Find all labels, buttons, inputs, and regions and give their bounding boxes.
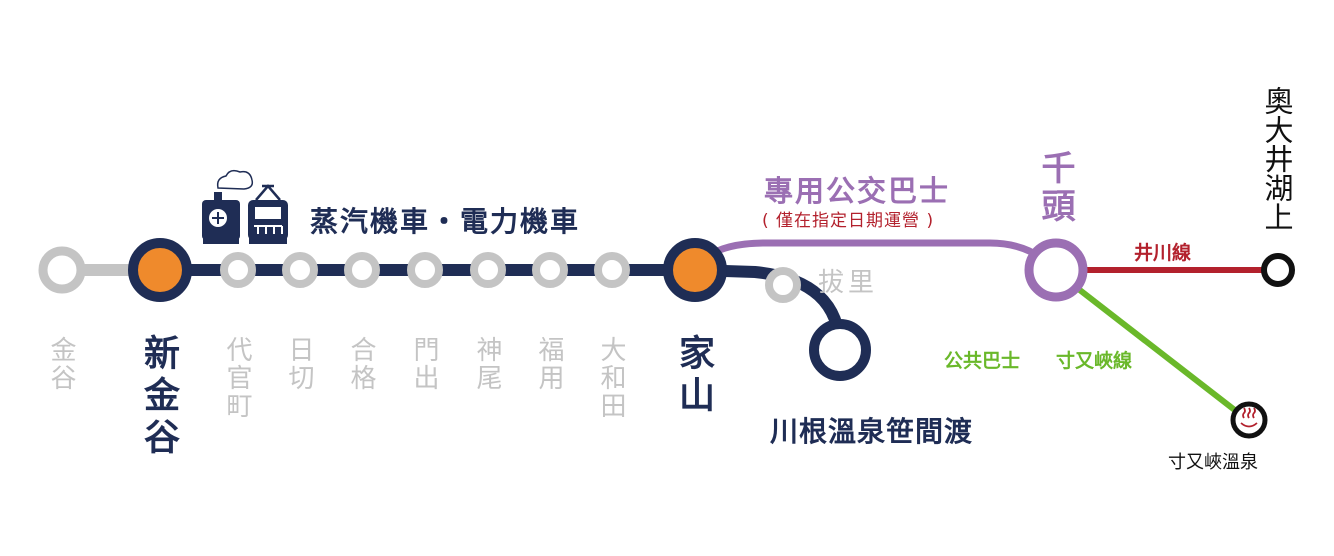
station-gou-marker[interactable] (344, 252, 380, 288)
station-okuoikojo-marker[interactable] (1261, 253, 1295, 287)
station-ieyama-label[interactable]: 家山 (673, 334, 714, 418)
station-fukuyo-marker[interactable] (532, 252, 568, 288)
station-sumata-onsen-label[interactable]: 寸又峽溫泉 (1168, 452, 1258, 473)
hot-spring-icon (1240, 407, 1258, 428)
station-okuoikojo-label[interactable]: 奧大井湖上 (1260, 86, 1294, 231)
station-kamio-marker[interactable] (470, 252, 506, 288)
station-kawane-marker[interactable] (809, 319, 871, 381)
station-monde-marker[interactable] (407, 252, 443, 288)
station-monde-label[interactable]: 門出 (409, 336, 439, 392)
station-kawane-label[interactable]: 川根溫泉笹間渡 (770, 415, 974, 448)
station-shin-kanaya-label[interactable]: 新金谷 (138, 334, 179, 460)
station-bassari-label[interactable]: 拔里 (818, 268, 879, 298)
electric-locomotive-icon (248, 184, 288, 244)
station-gou-label[interactable]: 合格 (346, 336, 376, 392)
bus-route-label: 專用公交巴士 (764, 174, 951, 208)
station-daikancho-label[interactable]: 代官町 (222, 336, 252, 420)
station-kamio-label[interactable]: 神尾 (472, 336, 502, 392)
bus-route-note: ( 僅在指定日期運營 ) (762, 211, 935, 231)
station-kanaya-label[interactable]: 金谷 (46, 336, 76, 392)
sumata-line-label: 寸又峽線 (1056, 350, 1133, 372)
station-wadaya-marker[interactable] (594, 252, 630, 288)
steam-locomotive-icon (202, 169, 254, 244)
station-ieyama-marker[interactable] (663, 238, 727, 302)
station-kanaya-marker[interactable] (38, 246, 86, 294)
station-wadaya-label[interactable]: 大和田 (596, 336, 626, 420)
station-senzu-label[interactable]: 千頭 (1035, 150, 1075, 226)
station-shin-kanaya-marker[interactable] (128, 238, 192, 302)
station-senzu-marker[interactable] (1024, 238, 1088, 302)
bus-route (702, 239, 1059, 273)
sumata-line (1070, 281, 1247, 421)
station-daikancho-marker[interactable] (220, 252, 256, 288)
station-higiri-label[interactable]: 日切 (284, 336, 314, 392)
station-fukuyo-label[interactable]: 福用 (534, 336, 564, 392)
public-bus-label: 公共巴士 (944, 350, 1021, 372)
station-higiri-marker[interactable] (282, 252, 318, 288)
station-sumata-onsen-marker[interactable] (1230, 401, 1268, 439)
trains-label: 蒸汽機車・電力機車 (310, 205, 581, 238)
ikawa-line-label: 井川線 (1134, 242, 1192, 264)
station-bassari-marker[interactable] (765, 267, 801, 303)
